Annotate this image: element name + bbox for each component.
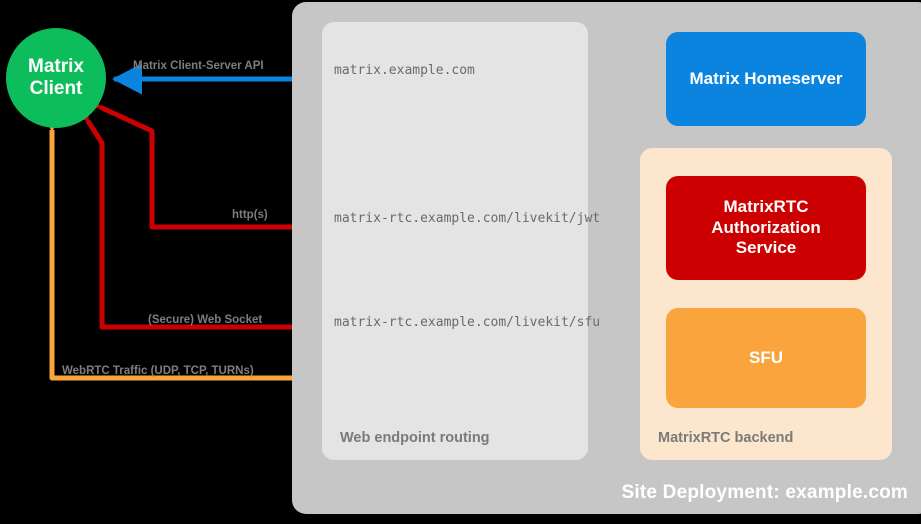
matrix-homeserver-label: Matrix Homeserver [689, 68, 843, 88]
matrix-client-label-line1: Matrix [28, 56, 84, 78]
endpoint-url-livekit-sfu: matrix-rtc.example.com/livekit/sfu [334, 315, 601, 330]
edge-label-webrtc-traffic: WebRTC Traffic (UDP, TCP, TURNs) [62, 365, 254, 377]
sfu-label: SFU [749, 347, 783, 367]
node-matrix-homeserver[interactable]: Matrix Homeserver [666, 32, 866, 126]
edge-label-https: http(s) [232, 209, 268, 221]
web-endpoint-routing-container: Web endpoint routing [322, 22, 588, 460]
edge-label-secure-web-socket: (Secure) Web Socket [148, 314, 263, 326]
auth-service-label-line3: Service [735, 238, 797, 258]
auth-service-label-line2: Authorization [711, 217, 821, 237]
site-deployment-label: Site Deployment: example.com [621, 482, 908, 503]
edge-label-client-server-api: Matrix Client-Server API [133, 60, 264, 72]
node-matrixrtc-authorization-service[interactable]: MatrixRTC Authorization Service [666, 176, 866, 280]
matrix-client-label-line2: Client [29, 78, 83, 99]
node-sfu[interactable]: SFU [666, 308, 866, 408]
auth-service-label-line1: MatrixRTC [723, 197, 809, 217]
node-matrix-client[interactable]: Matrix Client [6, 28, 106, 128]
matrixrtc-backend-label: MatrixRTC backend [658, 430, 794, 446]
endpoint-url-livekit-jwt: matrix-rtc.example.com/livekit/jwt [334, 211, 601, 226]
web-endpoint-routing-label: Web endpoint routing [340, 430, 490, 446]
endpoint-url-matrix: matrix.example.com [334, 63, 475, 78]
